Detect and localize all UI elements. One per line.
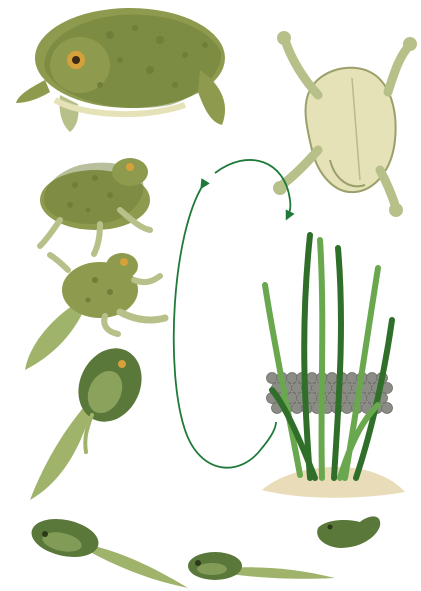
egg	[342, 403, 353, 414]
weed-blade	[334, 248, 341, 478]
egg	[287, 373, 298, 384]
tadpole-with-legs-icon	[30, 338, 153, 500]
egg	[307, 373, 318, 384]
egg-strings-on-waterweed-icon	[262, 235, 405, 498]
tadpole-icon	[28, 513, 188, 588]
egg	[292, 403, 303, 414]
young-toadlet-icon	[40, 158, 150, 254]
egg	[327, 373, 338, 384]
weed-blade	[320, 240, 322, 478]
egg	[362, 383, 373, 394]
egg	[267, 373, 278, 384]
weed-blade	[304, 235, 310, 478]
cycle-arrow-icon	[174, 160, 291, 468]
egg	[382, 403, 393, 414]
egg	[347, 373, 358, 384]
adult-toad-icon	[16, 8, 225, 132]
toad-underside-icon	[273, 31, 417, 217]
hatchling-icon	[317, 516, 380, 548]
egg	[367, 373, 378, 384]
egg	[292, 383, 303, 394]
waterweed-leaves	[265, 235, 392, 478]
egg	[342, 383, 353, 394]
small-tadpole-icon	[188, 552, 335, 580]
froglet-with-tail-icon	[25, 253, 165, 370]
